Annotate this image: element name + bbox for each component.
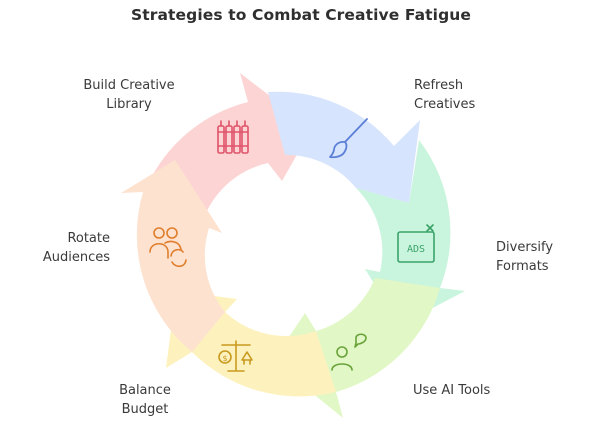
paintbrush-icon (329, 118, 368, 159)
balance-scale-icon (218, 340, 253, 372)
label-diversify-line2: Formats (496, 259, 549, 274)
segment-build (147, 73, 312, 213)
audience-rotate-icon (149, 227, 187, 268)
person-chat-icon (331, 333, 367, 371)
label-build-line1: Build Creative (83, 78, 175, 93)
label-refresh-line2: Creatives (414, 97, 476, 112)
ads-icon-text: ADS (407, 244, 425, 255)
segment-rotate (121, 160, 225, 352)
label-rotate: Rotate Audiences (20, 229, 110, 267)
books-icon (217, 120, 249, 154)
label-rotate-line1: Rotate (67, 231, 110, 246)
segment-refresh-arrow (268, 91, 420, 203)
label-rotate-line2: Audiences (42, 250, 110, 265)
ads-icon (397, 224, 435, 263)
label-diversify: Diversify Formats (496, 238, 553, 276)
label-refresh: Refresh Creatives (414, 76, 475, 114)
label-diversify-line1: Diversify (496, 240, 554, 255)
diagram-title: Strategies to Combat Creative Fatigue (130, 6, 472, 24)
label-refresh-line1: Refresh (414, 78, 464, 93)
label-ai-line1: Use AI Tools (413, 383, 491, 398)
label-ai: Use AI Tools (413, 381, 490, 400)
label-build-line2: Library (106, 97, 152, 112)
label-budget-line1: Balance (119, 383, 171, 398)
label-build: Build Creative Library (74, 76, 184, 114)
balance-scale-dollar: $ (222, 354, 227, 363)
label-budget: Balance Budget (104, 381, 186, 419)
label-budget-line2: Budget (121, 402, 169, 417)
